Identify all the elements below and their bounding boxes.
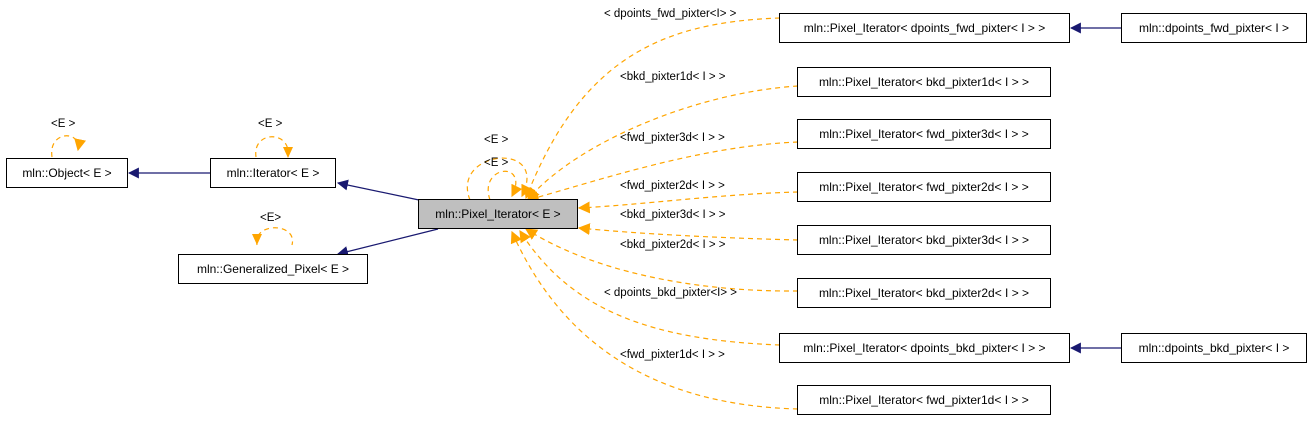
- edge-pi-fwd3d: [526, 141, 799, 203]
- edge-pi-dpoints-fwd: [524, 17, 781, 200]
- edge-pi-fwd2d: [577, 191, 799, 214]
- edge-label-generalized-self: <E>: [260, 212, 282, 224]
- node-pi-bkd-pixter1d[interactable]: mln::Pixel_Iterator< bkd_pixter1d< I > >: [797, 67, 1051, 97]
- edge-pixel-self-loop-inner: [487, 170, 523, 201]
- edge-label-fwd2d: <fwd_pixter2d< I > >: [620, 180, 725, 192]
- edge-pi-bkd2d: [524, 228, 799, 292]
- edge-label-object-self: <E >: [51, 118, 76, 130]
- edge-pi-bkd1d: [527, 85, 799, 200]
- node-dpoints-bkd-pixter[interactable]: mln::dpoints_bkd_pixter< I >: [1121, 333, 1307, 363]
- arrowhead-generalized-loop: [252, 234, 262, 245]
- edge-pixel-iterator-to-iterator: [336, 179, 420, 201]
- node-generalized-pixel[interactable]: mln::Generalized_Pixel< E >: [178, 254, 368, 284]
- node-iterator[interactable]: mln::Iterator< E >: [210, 158, 336, 188]
- edge-label-pixel-self-inner: <E >: [484, 157, 509, 169]
- edge-label-pixel-self-outer: <E >: [484, 134, 509, 146]
- edge-label-fwd1d: <fwd_pixter1d< I > >: [620, 349, 725, 361]
- edge-label-dpoints-fwd: < dpoints_fwd_pixter<I> >: [604, 8, 737, 20]
- edge-pi-bkd3d: [577, 223, 799, 241]
- edge-label-dpoints-bkd: < dpoints_bkd_pixter<I> >: [604, 287, 737, 299]
- node-pi-dpoints-fwd[interactable]: mln::Pixel_Iterator< dpoints_fwd_pixter<…: [779, 13, 1070, 43]
- node-pi-bkd-pixter3d[interactable]: mln::Pixel_Iterator< bkd_pixter3d< I > >: [797, 225, 1051, 255]
- node-pi-fwd-pixter3d[interactable]: mln::Pixel_Iterator< fwd_pixter3d< I > >: [797, 119, 1051, 149]
- arrowhead-iterator-loop: [283, 147, 293, 158]
- edge-iterator-self-loop: [255, 136, 289, 158]
- edge-pi-fwd1d: [510, 230, 799, 410]
- node-pixel-iterator: mln::Pixel_Iterator< E >: [418, 199, 578, 229]
- node-pi-fwd-pixter2d[interactable]: mln::Pixel_Iterator< fwd_pixter2d< I > >: [797, 172, 1051, 202]
- node-pi-fwd-pixter1d[interactable]: mln::Pixel_Iterator< fwd_pixter1d< I > >: [797, 385, 1051, 415]
- edge-label-bkd3d: <bkd_pixter3d< I > >: [620, 209, 726, 221]
- edge-generalized-self-loop: [256, 227, 293, 246]
- edge-object-self-loop: [51, 135, 86, 158]
- edge-pixel-iterator-to-generalized: [336, 228, 439, 257]
- node-pi-dpoints-bkd[interactable]: mln::Pixel_Iterator< dpoints_bkd_pixter<…: [779, 333, 1070, 363]
- edge-label-bkd2d: <bkd_pixter2d< I > >: [620, 239, 726, 251]
- node-pi-bkd-pixter2d[interactable]: mln::Pixel_Iterator< bkd_pixter2d< I > >: [797, 278, 1051, 308]
- edge-label-iterator-self: <E >: [258, 118, 283, 130]
- node-dpoints-fwd-pixter[interactable]: mln::dpoints_fwd_pixter< I >: [1121, 13, 1307, 43]
- node-object[interactable]: mln::Object< E >: [6, 158, 128, 188]
- edge-label-fwd3d: <fwd_pixter3d< I > >: [620, 132, 725, 144]
- edge-pi-dpoints-bkd: [519, 229, 781, 346]
- edge-pixel-self-loop-outer: [466, 157, 533, 201]
- edge-label-bkd1d: <bkd_pixter1d< I > >: [620, 71, 726, 83]
